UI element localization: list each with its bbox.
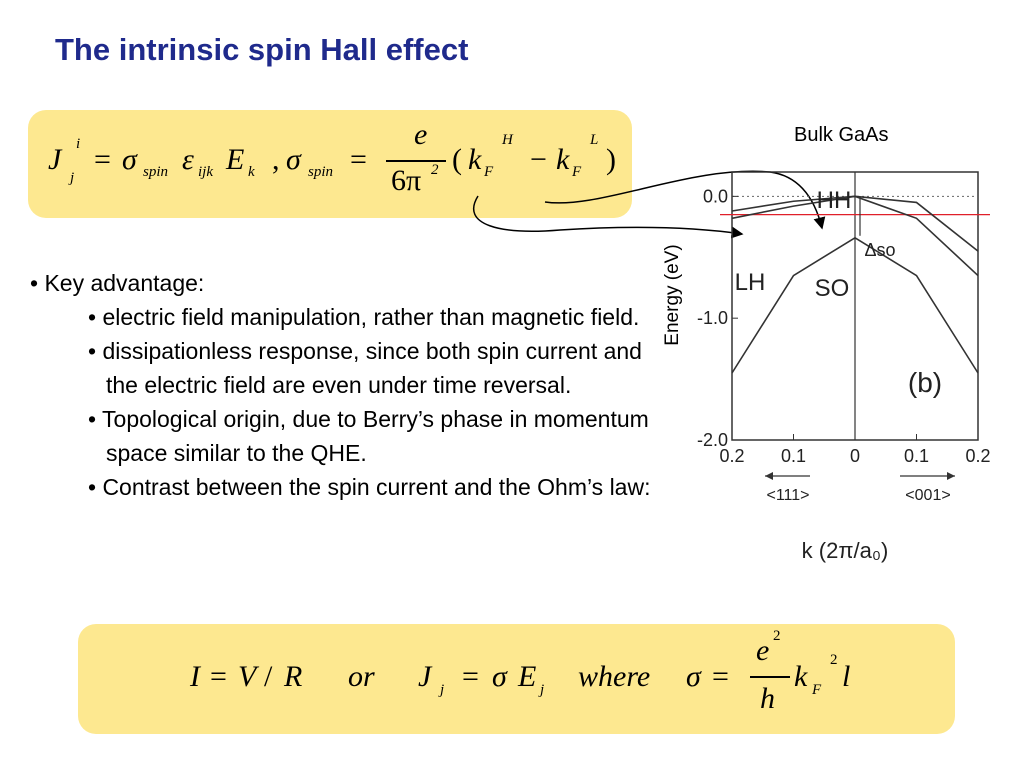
bullet-item: • Topological origin, due to Berry’s pha…: [88, 406, 649, 466]
equation-top: J i j = σ spin ε ijk E k , σ spin = e 6π…: [48, 118, 616, 197]
equation-box-bottom: I = V / R or J j = σ E j where σ = e 2 h…: [78, 624, 955, 734]
direction-label-111: <111>: [766, 487, 809, 504]
band-so: [731, 236, 979, 374]
x-axis-label: k (2π/a₀): [802, 538, 889, 563]
x-tick-label: 0.2: [965, 446, 990, 466]
band-label-hh: HH: [817, 187, 852, 214]
equation-bottom: I = V / R or J j = σ E j where σ = e 2 h…: [190, 628, 851, 715]
band-lh: [731, 195, 979, 277]
plot-frame: [731, 171, 979, 441]
bullet-item: • Contrast between the spin current and …: [88, 474, 651, 500]
y-tick-label: -2.0: [697, 430, 728, 450]
slide-title: The intrinsic spin Hall effect: [55, 32, 469, 67]
x-tick-label: 0.1: [781, 446, 806, 466]
direction-label-001: <001>: [905, 487, 950, 504]
band-label-so: SO: [815, 275, 850, 302]
chart-title: Bulk GaAs: [794, 124, 889, 146]
x-tick-label: 0.2: [719, 446, 744, 466]
bullet-item: • electric field manipulation, rather th…: [88, 304, 640, 330]
y-tick-label: -1.0: [697, 308, 728, 328]
bullet-main: • Key advantage:: [30, 270, 205, 296]
bullet-list: • Key advantage: • electric field manipu…: [30, 266, 655, 504]
band-label-lh: LH: [735, 269, 766, 296]
x-tick-label: 0: [850, 446, 860, 466]
y-tick-label: 0.0: [703, 186, 728, 206]
x-tick-label: 0.1: [904, 446, 929, 466]
band-hh: [731, 195, 979, 252]
y-axis-label: Energy (eV): [662, 244, 683, 346]
panel-label: (b): [908, 367, 942, 398]
dir-arrowhead-001: [947, 472, 955, 480]
equation-box-top: J i j = σ spin ε ijk E k , σ spin = e 6π…: [28, 110, 632, 218]
band-label-delta-so: Δso: [864, 240, 895, 260]
bullet-item: • dissipationless response, since both s…: [88, 338, 642, 398]
dir-arrowhead-111: [765, 472, 773, 480]
